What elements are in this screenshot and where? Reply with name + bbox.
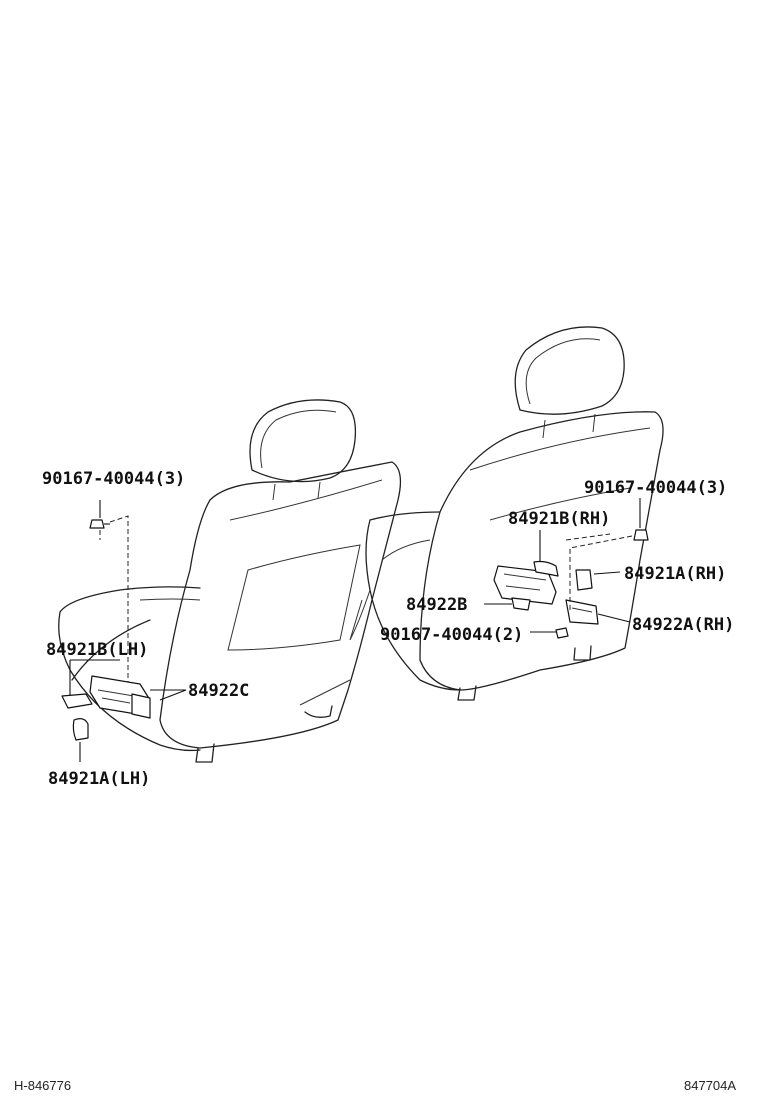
rh-switch-b-icon (493, 560, 559, 605)
lh-bolt-label: 90167-40044(3) (42, 469, 185, 489)
leader-lines (69, 498, 641, 762)
rh-bolt-dashed-leader (569, 535, 633, 610)
rh-switch-a-icon (565, 599, 599, 625)
rh-cover-a-label: 84921A(RH) (624, 564, 726, 584)
rh-cover-a-icon (575, 569, 593, 591)
left-seat-outline (58, 399, 402, 763)
footer-left-code: H-846776 (14, 1078, 71, 1093)
rh-switch-b-label: 84922B (406, 595, 467, 615)
lh-cover-a-label: 84921A(LH) (48, 769, 150, 789)
lh-cover-a-icon (72, 718, 89, 741)
lh-cover-b-icon (61, 693, 93, 709)
lh-cover-b-label: 84921B(LH) (46, 640, 148, 660)
lh-switch-c-label: 84922C (188, 681, 249, 701)
rh-screw-icon (555, 627, 569, 639)
lh-switch-c-icon (89, 675, 151, 719)
lh-bolt-dashed-leader (109, 515, 129, 690)
lh-bolt-icon (89, 519, 110, 529)
right-seat-outline (349, 326, 664, 701)
rh-bolt-label: 90167-40044(3) (584, 478, 727, 498)
footer-right-code: 847704A (684, 1078, 736, 1093)
rh-bracket-icon (511, 597, 531, 611)
rh-bolt-icon (633, 529, 649, 541)
rh-screw-label: 90167-40044(2) (380, 625, 523, 645)
rh-cover-b-label: 84921B(RH) (508, 509, 610, 529)
rh-switch-a-label: 84922A(RH) (632, 615, 734, 635)
